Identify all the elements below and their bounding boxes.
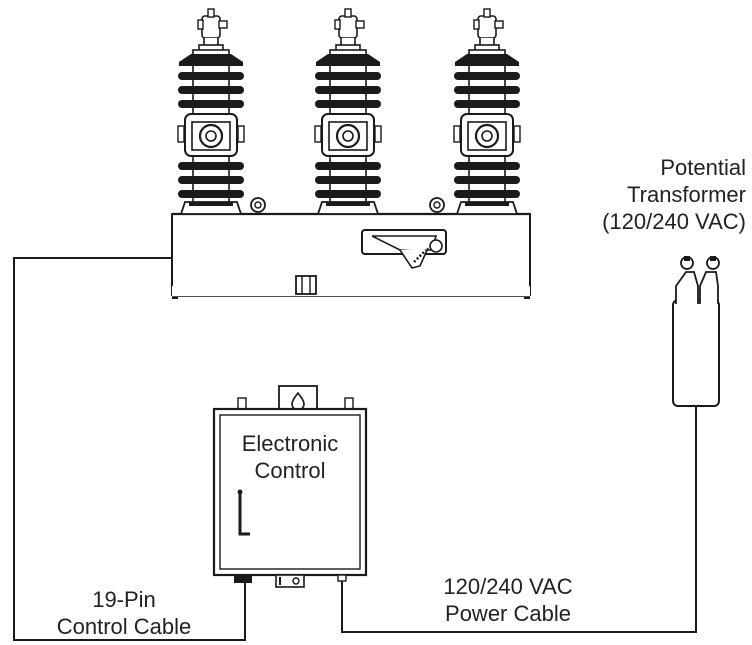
bushing-icon [452,7,522,216]
control-cable-line-1: 19-Pin [92,587,156,612]
bushing-icon [176,7,246,216]
recloser-icon [171,197,531,299]
control-cable-label: 19-Pin Control Cable [26,586,222,640]
control-cable-line-2: Control Cable [56,614,192,639]
potential-transformer-line-1: Potential [660,155,746,180]
potential-transformer-line-3: (120/240 VAC) [602,209,746,234]
bushing-icon [313,7,383,216]
handle-icon [361,229,447,269]
potential-transformer-label: Potential Transformer (120/240 VAC) [602,154,746,235]
control-cabinet-icon [212,385,368,588]
power-cable-label: 120/240 VAC Power Cable [420,573,596,627]
electronic-control-label: Electronic Control [214,430,366,484]
electronic-control-line-1: Electronic [241,431,339,456]
control-cable [13,257,246,641]
electronic-control-line-2: Control [254,458,326,483]
potential-transformer-line-2: Transformer [627,182,746,207]
connector-icon [234,574,347,588]
power-cable [341,405,697,633]
power-cable-line-1: 120/240 VAC [443,574,573,599]
potential-transformer-icon [672,256,720,407]
power-cable-line-2: Power Cable [445,601,571,626]
